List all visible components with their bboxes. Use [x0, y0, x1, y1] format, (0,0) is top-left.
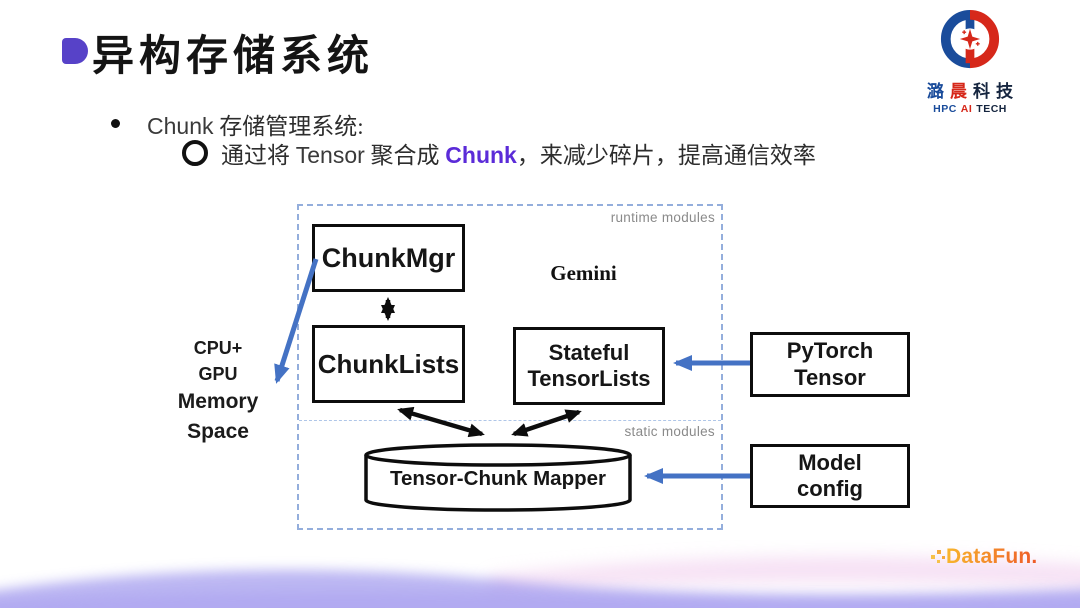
stateful-label-line1: Stateful — [548, 339, 630, 365]
datafun-wordmark: DataFun. — [946, 545, 1038, 568]
bullet2-seg1: 通过将 — [221, 143, 296, 168]
bullet-item-1: Chunk 存储管理系统: — [147, 107, 364, 141]
bullet-dot-icon — [111, 119, 120, 128]
stateful-tensorlists-node: Stateful TensorLists — [513, 327, 665, 405]
runtime-modules-label: runtime modules — [610, 210, 715, 225]
gemini-label: Gemini — [550, 261, 617, 285]
stateful-label-line2: TensorLists — [527, 366, 651, 391]
chunkmgr-label: ChunkMgr — [321, 242, 456, 273]
datafun-dots-icon — [931, 550, 945, 563]
model-config-node: Model config — [750, 444, 910, 508]
company-logo-icon — [941, 9, 999, 69]
chunklists-node: ChunkLists — [312, 325, 465, 403]
title-bullet-marker — [62, 38, 88, 64]
tensor-chunk-mapper-node: Tensor-Chunk Mapper — [363, 441, 633, 515]
footer-wave-decoration — [0, 556, 1080, 608]
bullet1-rest: 存储管理系统: — [213, 114, 364, 139]
memory-space-label: CPU+ GPU Memory Space — [156, 336, 280, 447]
pytorch-label-line2: Tensor — [794, 364, 866, 390]
memory-line-memory: Memory — [177, 390, 259, 414]
bullet-circle-icon — [182, 140, 208, 166]
datafun-logo: DataFun. — [930, 545, 1037, 569]
runtime-static-divider — [299, 420, 721, 421]
mapper-label: Tensor-Chunk Mapper — [389, 467, 607, 490]
memory-line-gpu: GPU — [198, 363, 238, 384]
bullet1-term: Chunk — [147, 113, 214, 139]
bullet2-seg3: 聚合成 — [364, 143, 446, 168]
static-modules-label: static modules — [624, 424, 715, 439]
cylinder-shape — [364, 443, 632, 512]
bullet2-chunk-highlight: Chunk — [445, 142, 517, 168]
chunklists-label: ChunkLists — [317, 348, 460, 379]
bullet-item-2: 通过将 Tensor 聚合成 Chunk，来减少碎片，提高通信效率 — [221, 136, 816, 170]
bullet2-seg2: Tensor — [295, 142, 365, 168]
chunkmgr-node: ChunkMgr — [312, 224, 465, 292]
memory-line-space: Space — [187, 419, 249, 443]
memory-line-cpu: CPU+ — [193, 338, 243, 358]
pytorch-label-line1: PyTorch — [786, 338, 874, 364]
company-name: 潞晨科技 — [927, 82, 1013, 101]
model-label-line2: config — [797, 476, 863, 501]
bullet2-seg5: ，来减少碎片，提高通信效率 — [516, 143, 816, 168]
pytorch-tensor-node: PyTorch Tensor — [750, 332, 910, 397]
model-label-line1: Model — [798, 449, 862, 475]
page-title: 异构存储系统 — [92, 34, 375, 80]
